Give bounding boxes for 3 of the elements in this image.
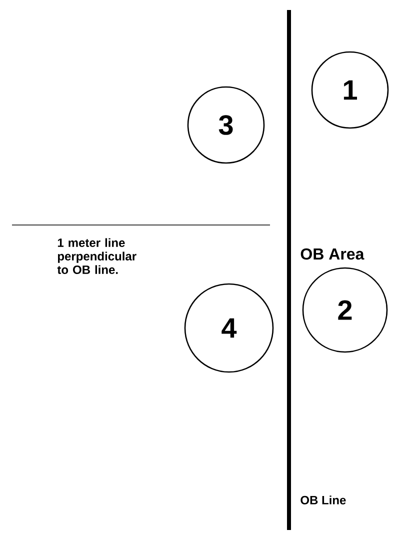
area-label: OB Line [300,496,346,504]
area-label: OB Area [300,248,364,260]
area-label: 1 meter line perpendicular to OB line. [57,238,136,274]
